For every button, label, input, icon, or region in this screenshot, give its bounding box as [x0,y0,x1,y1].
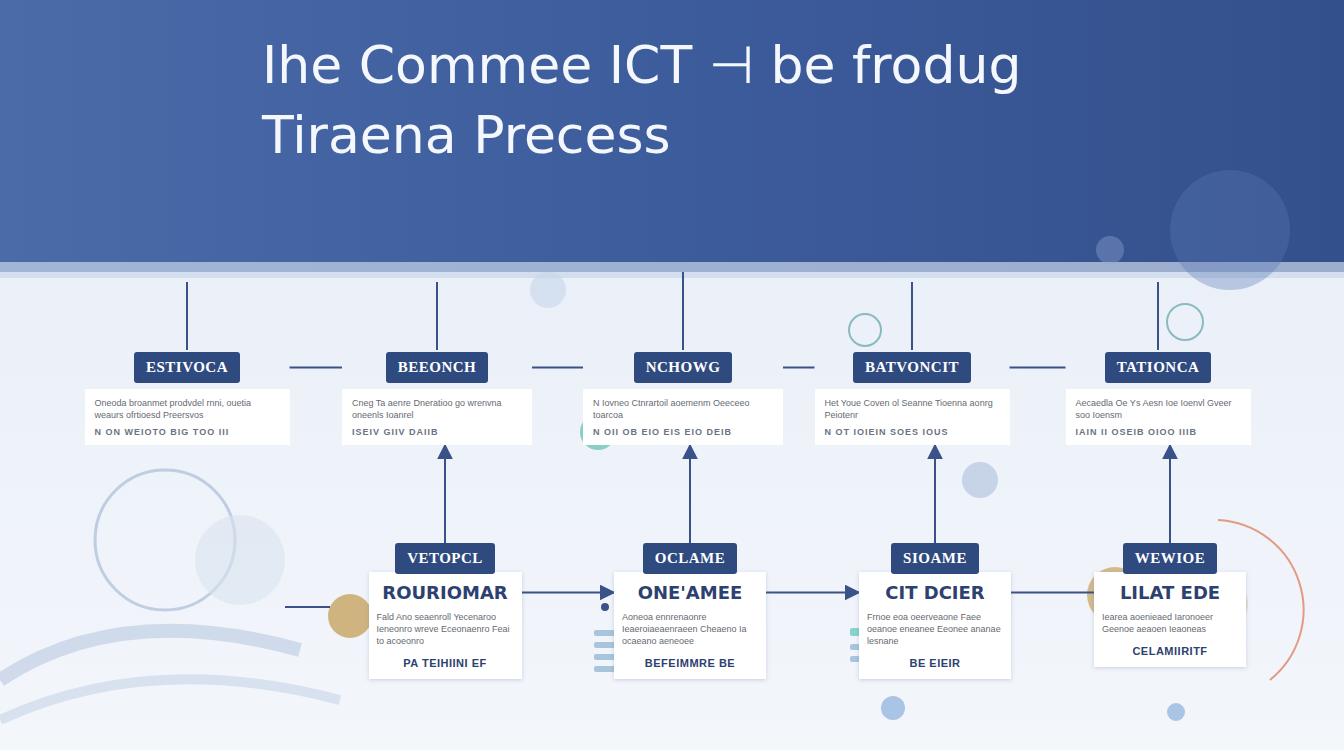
body-text: Frnoe eoa oeerveaone Faee oeanoe eneanee… [867,611,1003,647]
card-title: CIT DCIER [867,582,1003,603]
body-text: Cneg Ta aenre Dneratioo go wrenvna oneen… [342,389,532,423]
header-tab: WEWIOE [1123,543,1218,574]
header-tab: BEEONCH [386,352,489,383]
connector [689,445,691,543]
body-text: Fald Ano seaenroll Yecenaroo Ieneonro wr… [377,611,514,647]
card-panel: LILAT EDE Iearea aoenieaed Iaronoeer Geen… [1094,572,1246,667]
card-title: LILAT EDE [1102,582,1238,603]
header-tab: TATIONCA [1105,352,1212,383]
card-panel: ONE'AMEE Aoneoa ennrenaonre Ieaeroiaeaenr… [614,572,766,679]
header-tab: ESTIVOCA [134,352,240,383]
card-panel: CIT DCIER Frnoe eoa oeerveaone Faee oeano… [859,572,1011,679]
body-text: Iearea aoenieaed Iaronoeer Geenoe aeaoen… [1102,611,1238,635]
footer-text: ISEIV GIIV DAIIB [342,423,532,445]
connector [766,592,859,594]
stage-card: WEWIOE LILAT EDE Iearea aoenieaed Iaronoee… [1094,543,1246,667]
connector [1011,592,1094,594]
card-title: ONE'AMEE [622,582,758,603]
header-tab: NCHOWG [634,352,733,383]
body-text: N Iovneo Ctnrartoil aoemenm Oeeceeo toar… [583,389,783,423]
connector [522,592,615,594]
step-box: NCHOWG N Iovneo Ctnrartoil aoemenm Oeecee… [583,352,783,445]
card-title: ROURIOMAR [377,582,514,603]
footer-text: N OT IOIEIN SOES IOUS [815,423,1010,445]
stage-card: VETOPCL ROURIOMAR Fald Ano seaenroll Yecen… [369,543,522,679]
header-tab: VETOPCL [395,543,495,574]
stage-card: SIOAME CIT DCIER Frnoe eoa oeerveaone Faee… [859,543,1011,679]
header-tab: SIOAME [891,543,979,574]
step-box: ESTIVOCA Oneoda broanmet prodvdel rnni, o… [85,352,290,445]
connector [1169,445,1171,543]
footer-text: CELAMIIRITF [1102,645,1238,657]
connector [934,445,936,543]
footer-text: IAIN II OSEIB OIOO IIIB [1066,423,1251,445]
footer-text: PA TEIHIINI EF [377,657,514,669]
footer-text: BE EIEIR [867,657,1003,669]
stage-card: OCLAME ONE'AMEE Aoneoa ennrenaonre Ieaeroi… [614,543,766,679]
connector [532,367,583,369]
footer-text: BEFEIMMRE BE [622,657,758,669]
diagram-title: Ihe Commee ICT ⊣ be frodug Tiraena Prece… [262,30,1092,170]
body-text: Aoneoa ennrenaonre Ieaeroiaeaenraeen Che… [622,611,758,647]
header-tab: BATVONCIT [853,352,971,383]
connector [444,445,446,543]
body-text: Het Youe Coven ol Seanne Tioenna aonrg P… [815,389,1010,423]
step-box: BATVONCIT Het Youe Coven ol Seanne Tioenn… [815,352,1010,445]
step-box: BEEONCH Cneg Ta aenre Dneratioo go wrenvn… [342,352,532,445]
step-box: TATIONCA Aecaedla Oe Ys Aesn Ioe Ioenvl G… [1066,352,1251,445]
header-tab: OCLAME [643,543,738,574]
footer-text: N OII OB EIO EIS EIO DEIB [583,423,783,445]
card-panel: ROURIOMAR Fald Ano seaenroll Yecenaroo Ie… [369,572,522,679]
body-text: Aecaedla Oe Ys Aesn Ioe Ioenvl Gveer soo… [1066,389,1251,423]
connector [290,367,343,369]
body-text: Oneoda broanmet prodvdel rnni, ouetia we… [85,389,290,423]
connector [1010,367,1066,369]
connector [783,367,815,369]
footer-text: N ON WEIOTO BIG TOO III [85,423,290,445]
